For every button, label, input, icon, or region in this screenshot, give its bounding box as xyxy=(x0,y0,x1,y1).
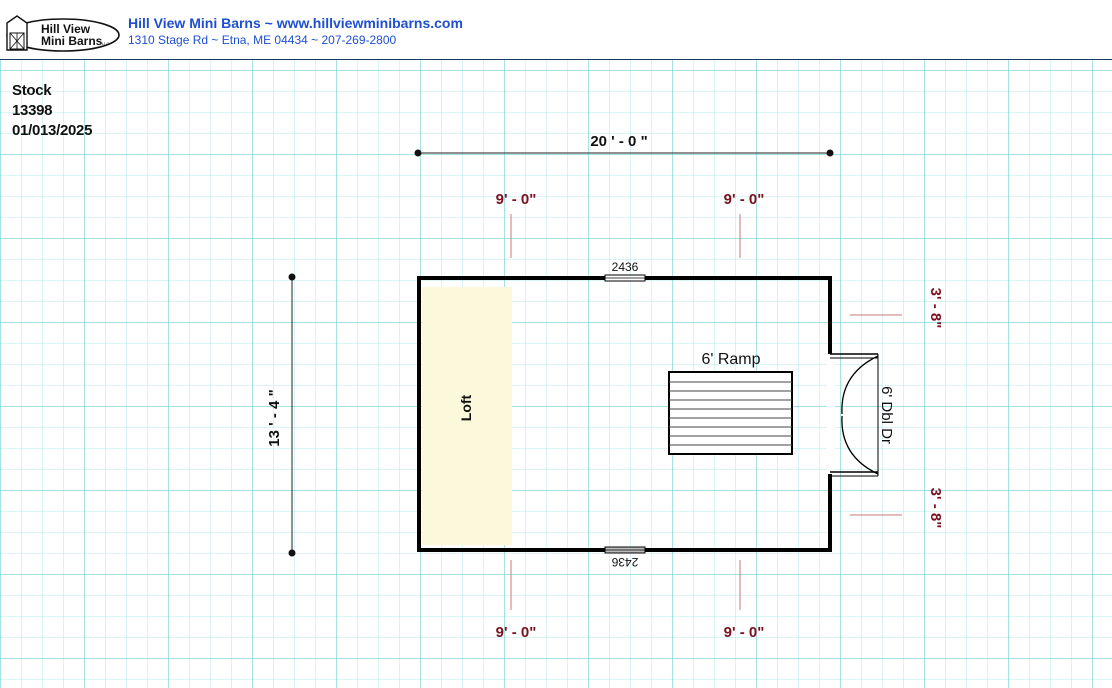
overall-depth-dimension: 13 ' - 4 " xyxy=(266,273,296,557)
bottom-left-offset-label: 9' - 0" xyxy=(496,624,537,641)
right-lower-offset-label: 3' - 8" xyxy=(927,488,944,529)
header-bar: Hill View Mini Barns LLC Hill View Mini … xyxy=(0,0,1112,60)
double-door: 6' Dbl Dr xyxy=(827,353,895,477)
company-logo: Hill View Mini Barns LLC xyxy=(6,15,120,52)
stock-info: Stock 13398 01/013/2025 xyxy=(12,81,92,141)
logo-line2: Mini Barns xyxy=(41,34,103,48)
logo-line1: Hill View xyxy=(41,22,91,36)
company-address-line: 1310 Stage Rd ~ Etna, ME 04434 ~ 207-269… xyxy=(128,33,397,47)
overall-depth-label: 13 ' - 4 " xyxy=(266,389,283,446)
overall-width-label: 20 ' - 0 " xyxy=(590,133,647,150)
window-top: 2436 xyxy=(604,260,646,282)
loft-label: Loft xyxy=(458,394,474,421)
top-left-offset-label: 9' - 0" xyxy=(496,191,537,208)
stock-label: Stock xyxy=(12,82,52,99)
bottom-right-offset-label: 9' - 0" xyxy=(724,624,765,641)
top-right-offset-label: 9' - 0" xyxy=(724,191,765,208)
ramp: 6' Ramp xyxy=(668,351,793,455)
logo-llc: LLC xyxy=(102,41,109,46)
window-bottom-label: 2436 xyxy=(611,555,638,569)
loft-area xyxy=(422,287,512,545)
stock-date: 01/013/2025 xyxy=(12,122,93,139)
company-name-line: Hill View Mini Barns ~ www.hillviewminib… xyxy=(128,15,463,31)
door-label: 6' Dbl Dr xyxy=(878,386,895,444)
window-bottom: 2436 xyxy=(604,546,646,569)
header-divider xyxy=(0,59,1112,60)
graph-paper-grid xyxy=(0,60,1112,688)
right-upper-offset-label: 3' - 8" xyxy=(927,288,944,329)
barn-icon xyxy=(6,15,28,51)
overall-width-dimension: 20 ' - 0 " xyxy=(414,133,834,157)
stock-number: 13398 xyxy=(12,102,53,119)
window-top-label: 2436 xyxy=(612,260,639,274)
ramp-label: 6' Ramp xyxy=(701,351,760,368)
offset-ticks xyxy=(510,214,902,610)
